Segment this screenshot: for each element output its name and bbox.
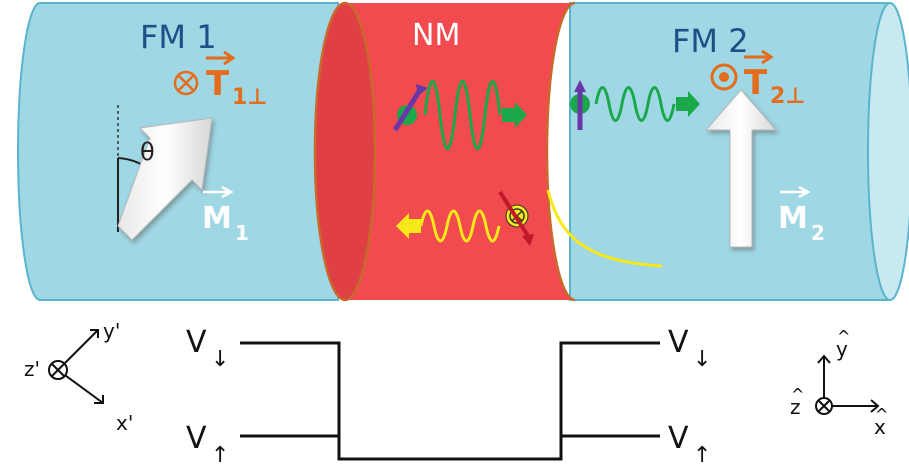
m2-subscript: 2 (811, 221, 825, 245)
v-down-left-label: V (186, 325, 207, 360)
fm1-label: FM 1 (140, 18, 217, 56)
m1-subscript: 1 (235, 221, 249, 245)
v-up-right-sub: ↑ (693, 443, 711, 468)
torque1-subscript: 1⊥ (232, 85, 267, 110)
torque2-symbol: T (744, 63, 768, 103)
out-of-page-icon (710, 63, 738, 91)
torque1-group: T 1⊥ (173, 50, 267, 110)
v-down-right-label: V (668, 325, 689, 360)
v-up-left-label: V (186, 421, 207, 456)
m2-label: M 2 (778, 185, 825, 245)
into-page-icon (173, 70, 199, 96)
transmitted-spin-wave (570, 80, 700, 130)
v-down-left-sub: ↓ (211, 347, 229, 372)
v-up-left-sub: ↑ (211, 443, 229, 468)
torque2-subscript: 2⊥ (770, 84, 805, 109)
m1-label: M 1 (202, 185, 249, 245)
m1-arrow (117, 105, 213, 241)
y-prime-label: y' (103, 319, 120, 343)
spin-down-potential (240, 341, 660, 461)
reflected-spin-wave (396, 190, 534, 246)
primed-axes: y' x' z' (24, 319, 133, 435)
m2-symbol: M (778, 201, 808, 236)
z-axis-label: z (790, 395, 801, 419)
unprimed-axes: y ^ x ^ z ^ (790, 327, 888, 439)
z-hat: ^ (791, 385, 804, 404)
nm-layer (313, 1, 576, 302)
y-axis-label: y (836, 337, 848, 361)
theta-label: θ (140, 138, 155, 166)
m1-symbol: M (202, 201, 232, 236)
z-prime-label: z' (24, 357, 40, 381)
m2-arrow (704, 89, 778, 248)
v-down-right-sub: ↓ (693, 347, 711, 372)
potential-profile (240, 341, 660, 461)
v-up-right-label: V (668, 421, 689, 456)
x-hat: ^ (875, 405, 888, 424)
torque2-group: T 2⊥ (710, 49, 805, 109)
fm2-label: FM 2 (672, 22, 749, 60)
x-prime-label: x' (116, 411, 133, 435)
nm-label: NM (412, 18, 460, 53)
incident-spin-wave (392, 79, 527, 151)
x-axis-label: x (874, 415, 886, 439)
torque1-symbol: T (206, 64, 230, 104)
y-hat: ^ (837, 327, 850, 346)
decay-curve (546, 189, 663, 268)
